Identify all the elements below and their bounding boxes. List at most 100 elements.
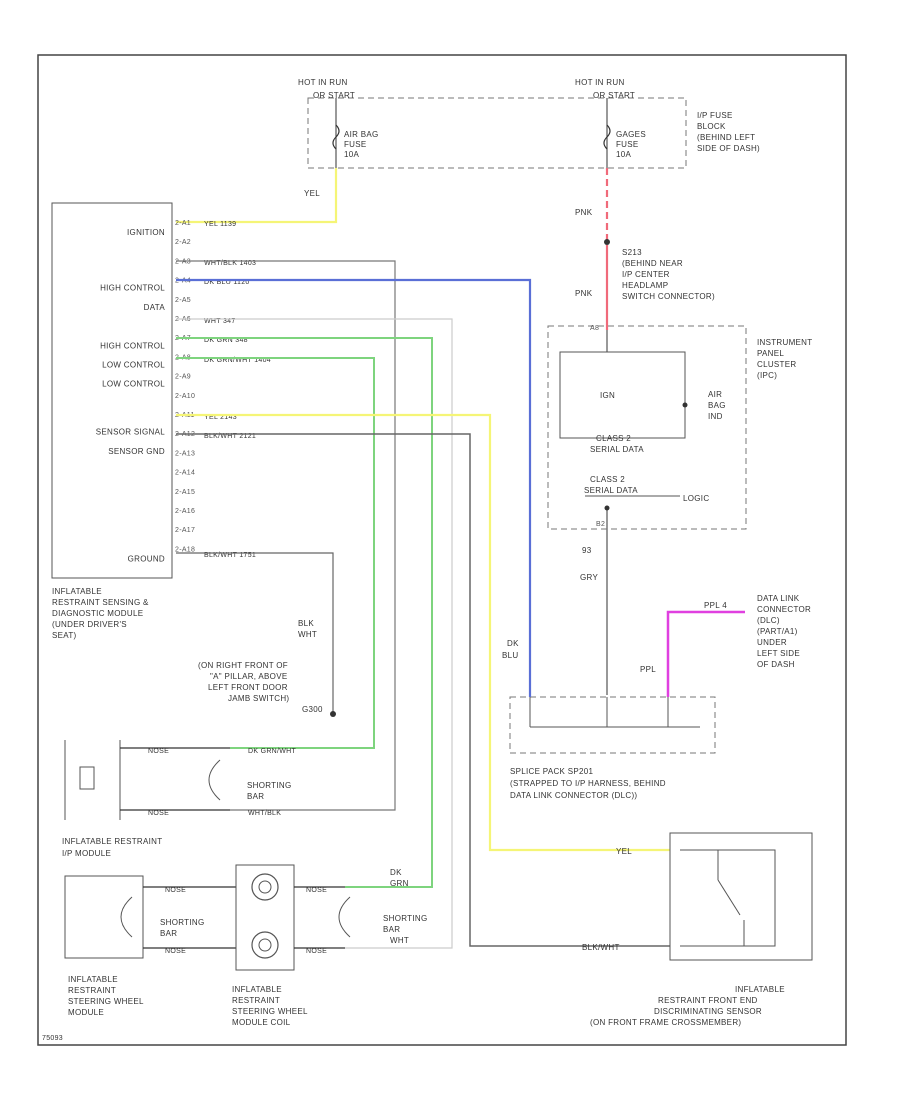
ip-module-caption-2: I/P MODULE (62, 849, 111, 858)
sdm-caption-4: (UNDER DRIVER'S (52, 620, 127, 629)
right-fuse-symbol (603, 124, 611, 150)
right-start-label: OR START (593, 91, 635, 100)
sdm-pin-2: 2-A2 (175, 239, 191, 246)
coil-bot-ring-inner (258, 938, 272, 952)
coil-wire-grn-2: GRN (390, 879, 409, 888)
coil-caption-2: RESTRAINT (232, 996, 280, 1005)
ground-caption-1: (ON RIGHT FRONT OF (198, 661, 288, 670)
splice-s213-dot (604, 239, 610, 245)
steering-shorting-2: BAR (160, 929, 177, 938)
sdm-wire-label-3: DK BLU 1120 (204, 279, 250, 286)
coil-bot-ring (251, 931, 279, 959)
coil-shorting-bar (338, 896, 351, 938)
ip-lbl-top: DK GRN/WHT (248, 748, 297, 755)
splice-pack-outline (509, 696, 716, 754)
ip-wire-top: NOSE (148, 748, 169, 755)
coil-caption-1: INFLATABLE (232, 985, 282, 994)
sensor-caption-1: INFLATABLE (735, 985, 785, 994)
coil-shorting-2: BAR (383, 925, 400, 934)
ground-caption-5: G300 (302, 705, 323, 714)
sdm-caption-5: SEAT) (52, 631, 77, 640)
ipc-caption-4: (IPC) (757, 371, 777, 380)
sdm-label-2: HIGH CONTROL (100, 284, 165, 293)
sdm-pin-14: 2-A14 (175, 470, 195, 477)
class2-a-1: CLASS 2 (596, 434, 631, 443)
sdm-wire-label-2: WHT/BLK 1403 (204, 260, 256, 267)
blk-wht-sensor-wire (176, 433, 670, 947)
right-hot-label: HOT IN RUN (575, 78, 625, 87)
left-fuse-rating: 10A (344, 150, 359, 159)
sdm-pins: 2-A12-A22-A32-A42-A52-A62-A72-A82-A92-A1… (175, 220, 195, 553)
gry-label-color: GRY (580, 573, 598, 582)
ipc-caption-1: INSTRUMENT (757, 338, 812, 347)
steering-caption-3: STEERING WHEEL (68, 997, 144, 1006)
ipc-caption-2: PANEL (757, 349, 784, 358)
coil-caption-3: STEERING WHEEL (232, 1007, 308, 1016)
ipc-pin-a8: A8 (590, 325, 599, 332)
sdm-pin-1: 2-A1 (175, 220, 191, 227)
left-fuse-word: FUSE (344, 140, 367, 149)
steering-nose-1: NOSE (165, 887, 186, 894)
sdm-box (51, 202, 173, 579)
airbag-ind-2: BAG (708, 401, 726, 410)
left-start-label: OR START (313, 91, 355, 100)
sdm-pin-17: 2-A17 (175, 527, 195, 534)
yel-sensor-wire (176, 413, 670, 852)
sensor-inner-circuit (680, 849, 776, 947)
yel-top-label: YEL (304, 189, 320, 198)
s213-line-1: S213 (622, 248, 642, 257)
sensor-yel-label: YEL (616, 847, 632, 856)
coil-top-ring-inner (258, 880, 272, 894)
ground-caption-2: "A" PILLAR, ABOVE (210, 672, 287, 681)
diagram-id: 75093 (42, 1035, 63, 1042)
dk-grn-wht-wire (176, 357, 375, 749)
s213-line-4: HEADLAMP (622, 281, 668, 290)
coil-box (235, 864, 295, 971)
ip-block-line-3: (BEHIND LEFT (697, 133, 755, 142)
ip-shorting-1: SHORTING (247, 781, 291, 790)
steering-caption-4: MODULE (68, 1008, 104, 1017)
sdm-wire-label-8: BLK/WHT 2121 (204, 433, 256, 440)
dlc-caption-2: CONNECTOR (757, 605, 811, 614)
coil-wire-wht: WHT (390, 936, 409, 945)
ipc-outline (547, 325, 747, 530)
ground-wire (176, 552, 334, 712)
dk-blu-label-2: BLU (502, 651, 518, 660)
sdm-label-4: HIGH CONTROL (100, 341, 165, 350)
front-sensor-box (669, 832, 813, 961)
dlc-caption-1: DATA LINK (757, 594, 800, 603)
sdm-pin-16: 2-A16 (175, 508, 195, 515)
sensor-caption-2: RESTRAINT FRONT END (658, 996, 758, 1005)
sdm-caption-3: DIAGNOSTIC MODULE (52, 609, 143, 618)
sdm-wire-label-6: DK GRN/WHT 1404 (204, 357, 271, 364)
class2-b-2: SERIAL DATA (584, 486, 638, 495)
sdm-pin-9: 2-A9 (175, 374, 191, 381)
ipc-inner-box (559, 351, 686, 439)
wht-wire (176, 318, 453, 949)
sdm-label-8: SENSOR GND (108, 447, 165, 456)
dk-blu-wire (176, 278, 532, 697)
sdm-wire-label-4: WHT 347 (204, 318, 236, 325)
dlc-caption-7: OF DASH (757, 660, 795, 669)
sdm-wire-label-9: BLK/WHT 1751 (204, 552, 256, 559)
sensor-switch-arm (717, 879, 741, 916)
steering-caption-2: RESTRAINT (68, 986, 116, 995)
splice-pack-line-1: SPLICE PACK SP201 (510, 767, 593, 776)
coil-caption-4: MODULE COIL (232, 1018, 291, 1027)
pnk-label-1: PNK (575, 208, 593, 217)
sdm-pin-5: 2-A5 (175, 297, 191, 304)
coil-nose-2: NOSE (306, 948, 327, 955)
sdm-label-9: GROUND (128, 554, 165, 563)
sdm-pin-3: 2-A3 (175, 258, 191, 265)
ground-wire-2: WHT (298, 630, 317, 639)
dk-grn-wire (176, 337, 433, 888)
sdm-caption-1: INFLATABLE (52, 587, 102, 596)
ipc-logic: LOGIC (683, 494, 709, 503)
ip-wire-bot: NOSE (148, 810, 169, 817)
ppl-label: PPL (640, 665, 656, 674)
steering-shorting-1: SHORTING (160, 918, 204, 927)
left-fuse-symbol (332, 124, 340, 150)
right-fuse-name: GAGES (616, 130, 646, 139)
sensor-blkwht-label: BLK/WHT (582, 943, 620, 952)
